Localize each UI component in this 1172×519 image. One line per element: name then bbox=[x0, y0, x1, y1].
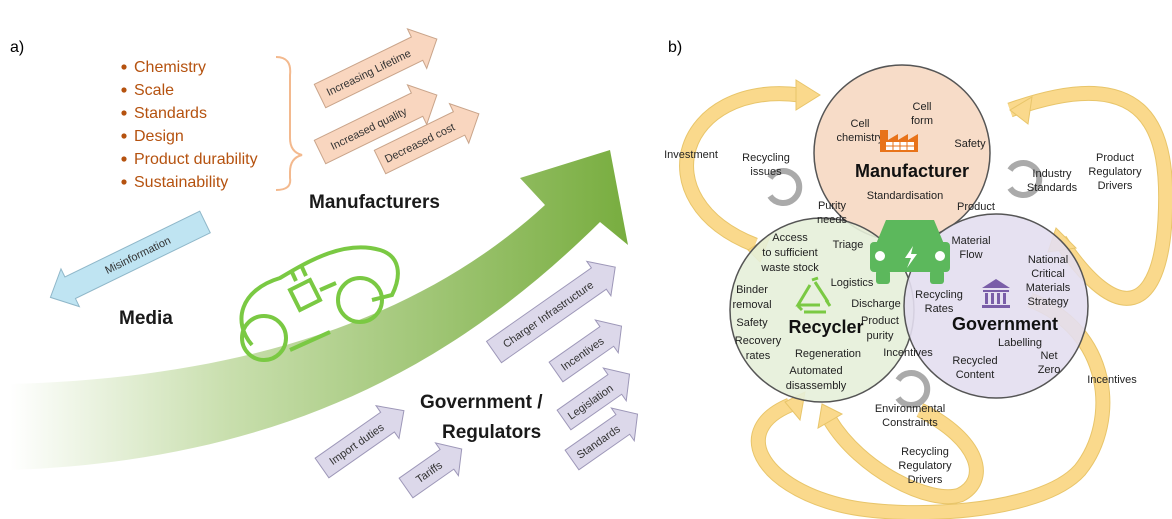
national-strategy-label: Materials bbox=[1026, 282, 1071, 294]
factor-item: Design bbox=[134, 128, 184, 145]
cell-chemistry-label: Cell bbox=[851, 118, 870, 130]
product-label: Product bbox=[957, 201, 995, 213]
manufacturer-title: Manufacturer bbox=[855, 161, 969, 181]
triage-label: Triage bbox=[833, 239, 864, 251]
cycle-icon bbox=[767, 160, 1043, 408]
cell-chemistry-label: chemistry bbox=[836, 132, 884, 144]
product-purity-label: purity bbox=[867, 330, 894, 342]
lower-arrow-tariffs: Tariffs bbox=[398, 442, 463, 499]
national-strategy-label: National bbox=[1028, 254, 1068, 266]
industry-standards-label: Standards bbox=[1027, 182, 1078, 194]
outer-loop-arrows bbox=[679, 85, 1172, 519]
automated-disassembly-label: Automated bbox=[789, 365, 842, 377]
product-purity-label: Product bbox=[861, 315, 899, 327]
panel-b-label: b) bbox=[668, 39, 682, 56]
national-strategy-label: Strategy bbox=[1028, 296, 1069, 308]
panel-b: b) Cell bbox=[664, 39, 1172, 519]
recycling-issues-label: issues bbox=[750, 166, 782, 178]
purity-needs-label: Purity bbox=[818, 200, 847, 212]
standardisation-label: Standardisation bbox=[867, 190, 943, 202]
panel-a-label: a) bbox=[10, 39, 24, 56]
media-label: Media bbox=[119, 308, 173, 329]
labelling-label: Labelling bbox=[998, 337, 1042, 349]
recycling-regulatory-label: Recycling bbox=[901, 446, 949, 458]
incentives-inner-label: Incentives bbox=[883, 347, 933, 359]
recycled-content-label: Content bbox=[956, 369, 995, 381]
automated-disassembly-label: disassembly bbox=[786, 380, 847, 392]
industry-standards-label: Industry bbox=[1032, 168, 1072, 180]
environmental-constraints-label: Environmental bbox=[875, 403, 945, 415]
access-label: to sufficient bbox=[762, 247, 817, 259]
investment-label: Investment bbox=[664, 149, 718, 161]
access-label: waste stock bbox=[760, 262, 819, 274]
binder-removal-label: removal bbox=[732, 299, 771, 311]
product-regulatory-label: Regulatory bbox=[1088, 166, 1142, 178]
factor-item: Scale bbox=[134, 82, 174, 99]
net-zero-label: Net bbox=[1040, 350, 1057, 362]
cell-form-label: Cell bbox=[913, 101, 932, 113]
recycled-content-label: Recycled bbox=[952, 355, 997, 367]
binder-removal-label: Binder bbox=[736, 284, 768, 296]
recycler-safety-label: Safety bbox=[736, 317, 768, 329]
factors-list: Chemistry Scale Standards Design Product… bbox=[121, 59, 258, 191]
factor-item: Standards bbox=[134, 105, 207, 122]
panel-a: a) Chemistry Scale Standards Design Prod… bbox=[10, 28, 639, 499]
logistics-label: Logistics bbox=[831, 277, 874, 289]
safety-label: Safety bbox=[954, 138, 986, 150]
manufacturers-label: Manufacturers bbox=[309, 192, 440, 213]
recycling-issues-label: Recycling bbox=[742, 152, 790, 164]
big-green-arrow bbox=[10, 150, 628, 470]
material-flow-label: Flow bbox=[959, 249, 982, 261]
purity-needs-label: needs bbox=[817, 214, 847, 226]
product-regulatory-label: Drivers bbox=[1098, 180, 1133, 192]
government-label-line1: Government / bbox=[420, 392, 543, 413]
government-title: Government bbox=[952, 314, 1058, 334]
access-label: Access bbox=[772, 232, 808, 244]
government-label-line2: Regulators bbox=[442, 422, 541, 443]
product-regulatory-label: Product bbox=[1096, 152, 1134, 164]
factor-item: Product durability bbox=[134, 151, 258, 168]
government-building-icon bbox=[982, 279, 1010, 308]
discharge-label: Discharge bbox=[851, 298, 901, 310]
media-arrow: Misinformation bbox=[49, 210, 211, 308]
recycle-symbol-icon bbox=[795, 276, 832, 314]
lower-arrow-import-duties: Import duties bbox=[314, 405, 405, 479]
factors-brace bbox=[275, 56, 303, 191]
cell-form-label: form bbox=[911, 115, 933, 127]
ev-car-center-icon bbox=[870, 220, 950, 284]
factor-item: Sustainability bbox=[134, 174, 228, 191]
lower-arrow-standards: Standards bbox=[564, 407, 639, 471]
recycling-rates-label: Rates bbox=[925, 303, 954, 315]
recovery-rates-label: rates bbox=[746, 350, 771, 362]
national-strategy-label: Critical bbox=[1031, 268, 1065, 280]
regeneration-label: Regeneration bbox=[795, 348, 861, 360]
factor-item: Chemistry bbox=[134, 59, 206, 76]
net-zero-label: Zero bbox=[1038, 364, 1061, 376]
recycling-regulatory-label: Drivers bbox=[908, 474, 943, 486]
material-flow-label: Material bbox=[951, 235, 990, 247]
recycler-title: Recycler bbox=[788, 317, 863, 337]
incentives-outer-label: Incentives bbox=[1087, 374, 1137, 386]
recovery-rates-label: Recovery bbox=[735, 335, 782, 347]
recycling-regulatory-label: Regulatory bbox=[898, 460, 952, 472]
factory-icon bbox=[880, 130, 918, 152]
ev-car-icon bbox=[239, 245, 400, 362]
recycling-rates-label: Recycling bbox=[915, 289, 963, 301]
environmental-constraints-label: Constraints bbox=[882, 417, 938, 429]
